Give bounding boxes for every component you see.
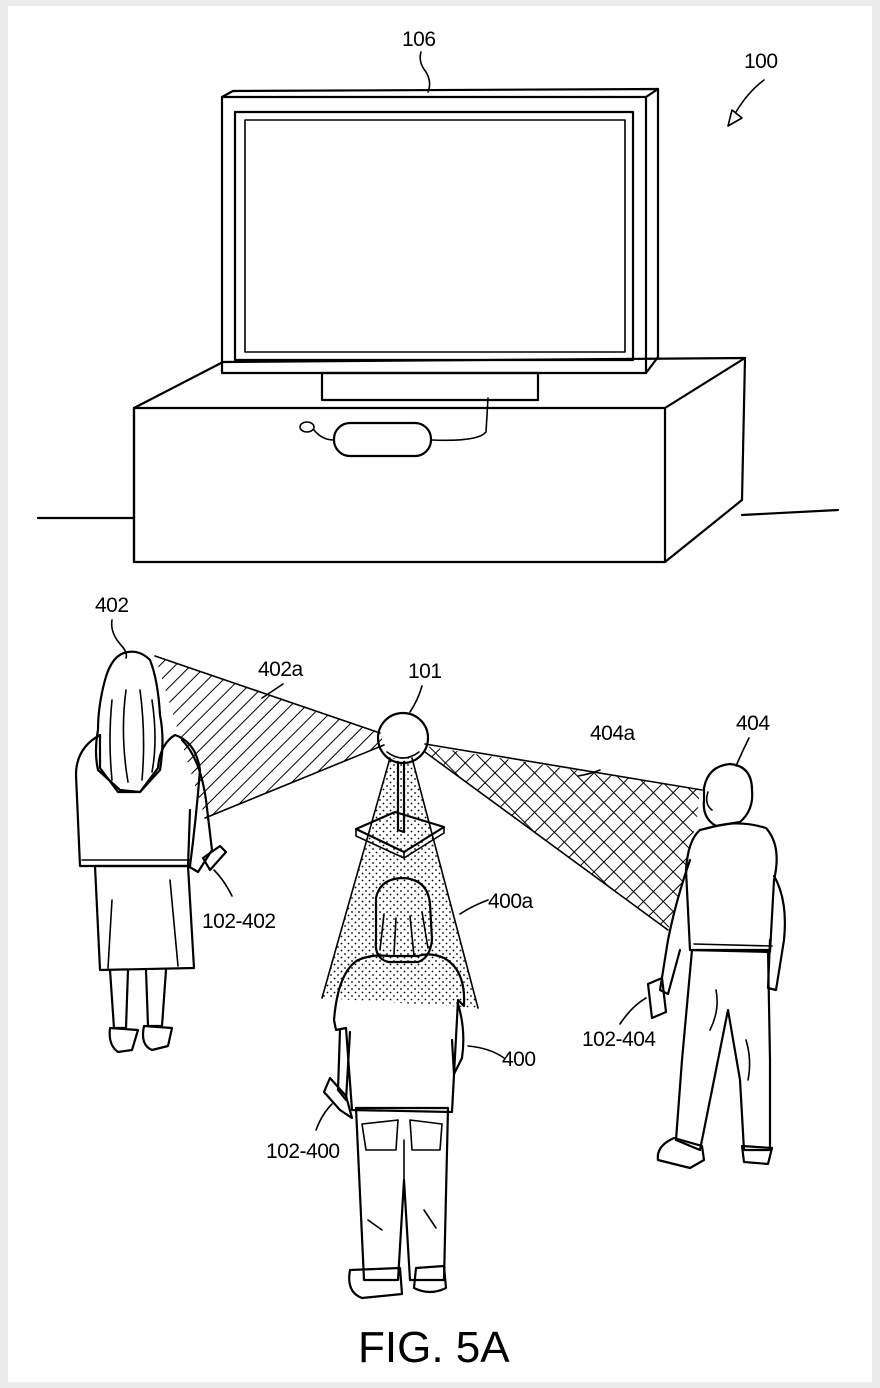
user-400 [322, 876, 466, 1300]
label-102-400: 102-400 [266, 1140, 340, 1163]
sensor-101 [376, 711, 430, 765]
figure-caption: FIG. 5A [358, 1323, 510, 1372]
label-102-402: 102-402 [202, 910, 276, 933]
user-402 [74, 650, 228, 1054]
leader-lines [110, 51, 765, 1131]
screen [233, 110, 635, 362]
game-console [299, 397, 489, 458]
label-106: 106 [402, 28, 436, 51]
tv-cabinet [132, 356, 747, 564]
zone-404a-crosshatched [424, 743, 703, 931]
label-400a: 400a [488, 890, 534, 913]
label-100: 100 [744, 50, 778, 73]
label-404: 404 [736, 712, 770, 735]
label-404a: 404a [590, 722, 636, 745]
label-400: 400 [502, 1048, 536, 1071]
label-402: 402 [95, 594, 129, 617]
drawing-sheet: 106 100 402 402a 101 404a 404 400a 102-4… [8, 6, 872, 1382]
floor-line [36, 508, 840, 520]
patent-figure: 106 100 402 402a 101 404a 404 400a 102-4… [36, 28, 840, 1372]
television-display [220, 87, 660, 402]
zone-400a-cone [321, 757, 479, 1009]
label-402a: 402a [258, 658, 304, 681]
reference-labels: 106 100 402 402a 101 404a 404 400a 102-4… [95, 28, 778, 1163]
sensor-mount [354, 760, 446, 859]
label-102-404: 102-404 [582, 1028, 656, 1051]
user-404 [646, 762, 786, 1170]
label-101: 101 [408, 660, 442, 683]
